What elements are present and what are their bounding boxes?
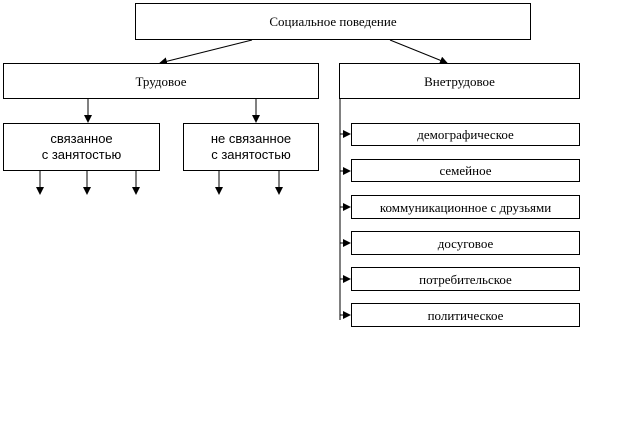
- nonlabor-item-demographic: демографическое: [351, 123, 580, 146]
- nonlabor-item-family: семейное: [351, 159, 580, 182]
- labor-unrelated-node: не связанное с занятостью: [183, 123, 319, 171]
- nonlabor-item-label: демографическое: [417, 127, 514, 142]
- arrow-root-to-labor: [159, 39, 253, 66]
- labor-node: Трудовое: [3, 63, 319, 99]
- root-node: Социальное поведение: [135, 3, 531, 40]
- root-label: Социальное поведение: [269, 14, 397, 29]
- nonlabor-item-consumer: потребительское: [351, 267, 580, 291]
- nonlabor-label: Внетрудовое: [424, 73, 495, 89]
- arrow-root-to-nonlabor: [389, 39, 448, 65]
- nonlabor-item-political: политическое: [351, 303, 580, 327]
- labor-related-line2: с занятостью: [41, 147, 122, 162]
- labor-related-node: связанное с занятостью: [3, 123, 160, 171]
- labor-unrelated-line1: не связанное: [210, 131, 292, 146]
- nonlabor-item-leisure: досуговое: [351, 231, 580, 255]
- nonlabor-item-label: политическое: [427, 307, 504, 323]
- nonlabor-item-communication: коммуникационное с друзьями: [351, 195, 580, 219]
- nonlabor-node: Внетрудовое: [339, 63, 580, 99]
- nonlabor-item-label: потребительское: [419, 271, 512, 287]
- labor-unrelated-line2: с занятостью: [211, 147, 291, 162]
- nonlabor-item-label: досуговое: [437, 235, 494, 251]
- labor-label: Трудовое: [135, 73, 187, 89]
- labor-related-line1: связанное: [50, 131, 113, 146]
- nonlabor-item-label: семейное: [439, 163, 492, 178]
- nonlabor-item-label: коммуникационное с друзьями: [379, 199, 552, 215]
